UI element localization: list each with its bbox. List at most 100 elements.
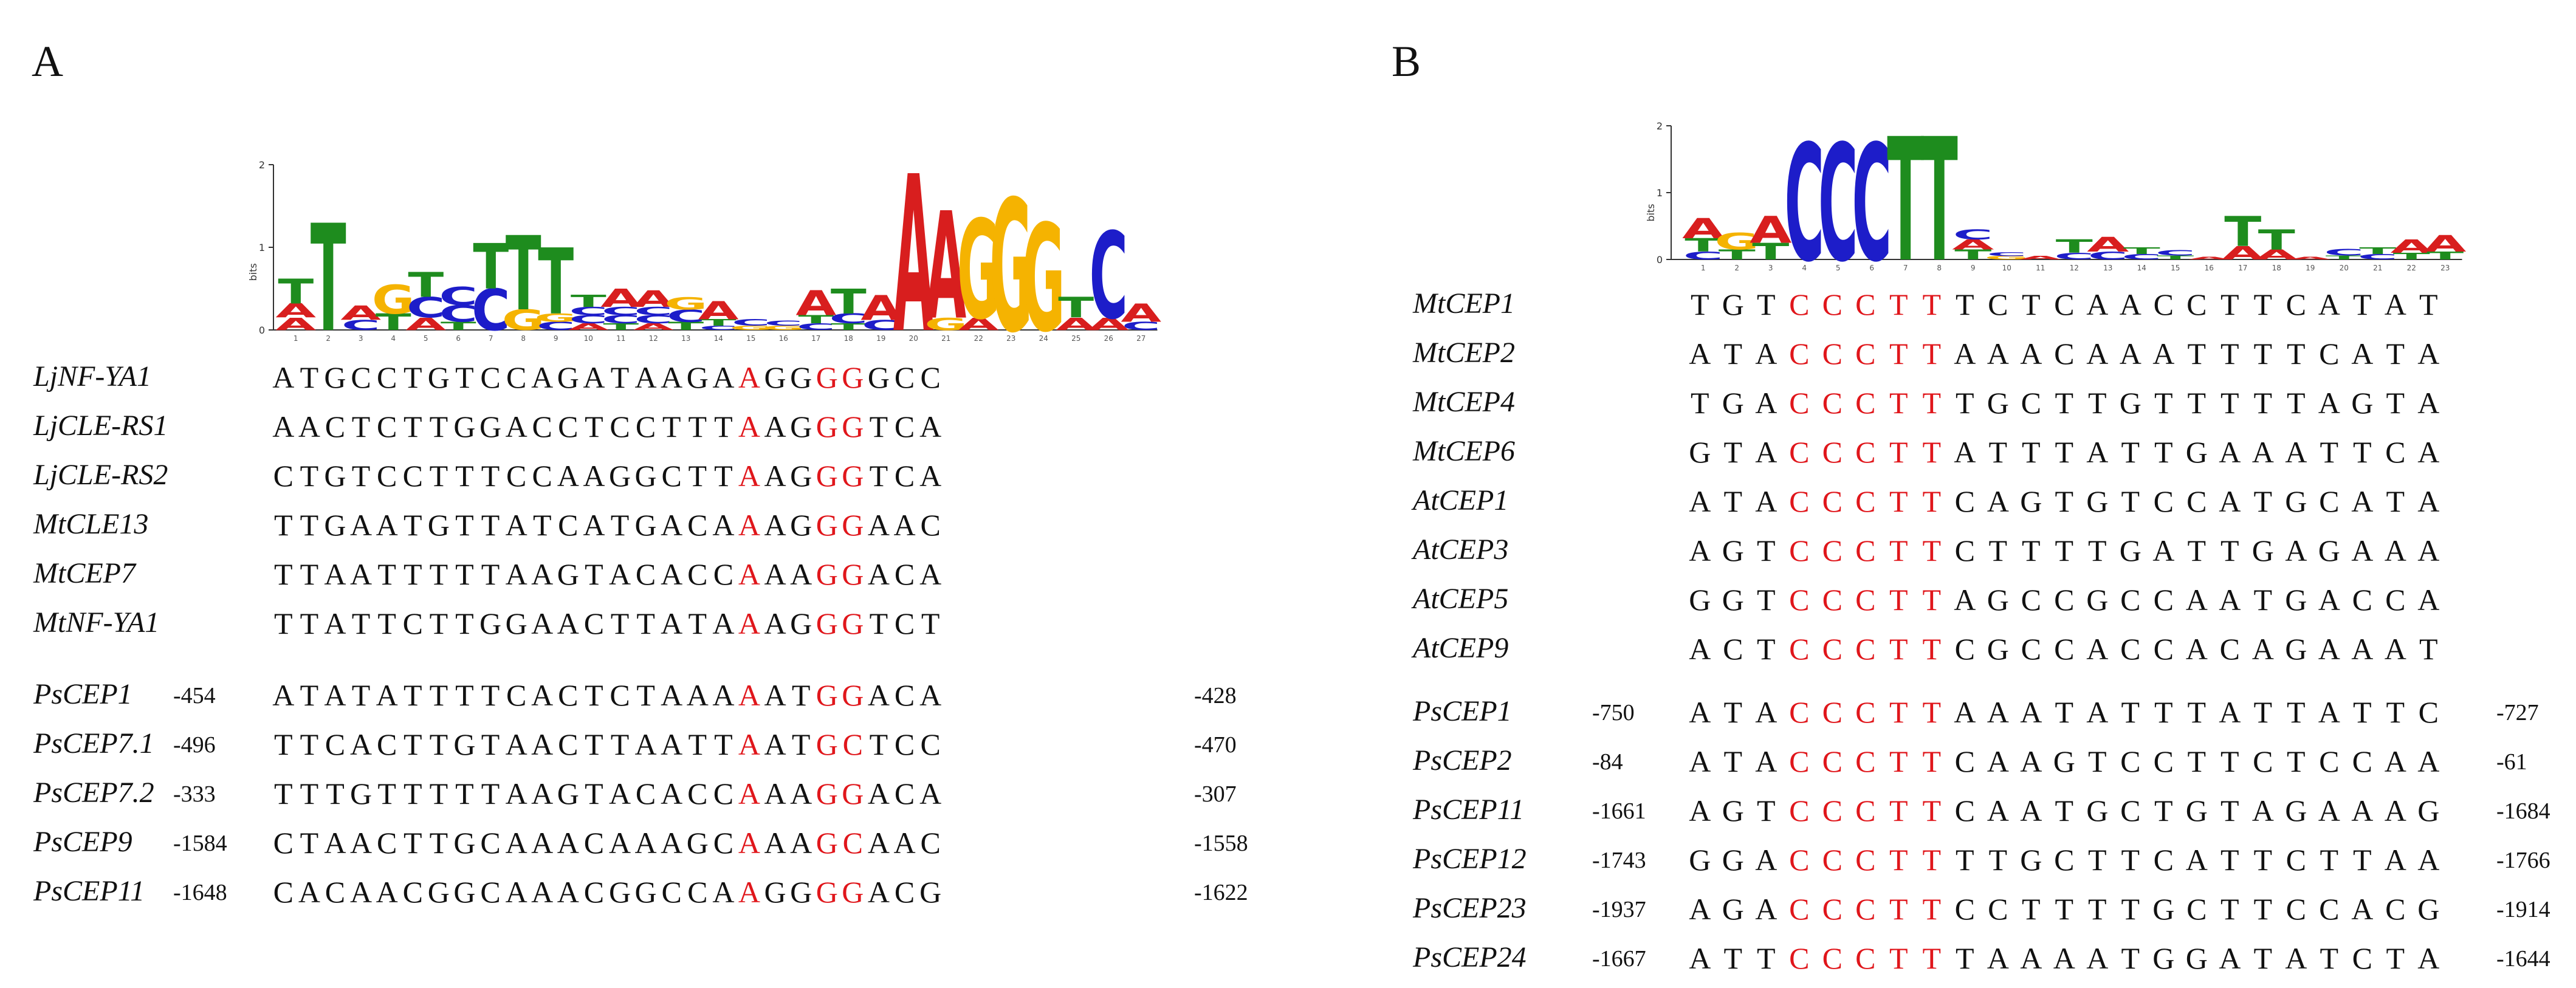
base: T [481, 459, 500, 493]
base: C [325, 875, 346, 909]
base: T [2121, 892, 2140, 926]
base: G [2086, 794, 2109, 828]
logo-letter-a: A [860, 289, 901, 329]
base: A [505, 826, 527, 860]
base: A [1755, 744, 1777, 778]
base: T [2286, 744, 2306, 778]
base: C [506, 360, 527, 394]
base: A [531, 557, 554, 591]
base: T [274, 727, 293, 761]
base: T [2187, 533, 2207, 568]
logo-letter-t: T [408, 266, 444, 306]
base: A [764, 410, 786, 444]
logo-letter-t: T [2056, 236, 2093, 257]
sequence-name: PsCEP11 [33, 875, 145, 907]
base: A [867, 508, 890, 542]
base: G [427, 360, 450, 394]
sequence-name: PsCEP2 [1413, 744, 1512, 777]
base: T [2419, 632, 2438, 666]
start-coordinate: -1937 [1592, 897, 1646, 922]
base: C [583, 606, 605, 640]
base: C [635, 410, 656, 444]
base: A [867, 557, 890, 591]
base: A [324, 557, 346, 591]
base: C [1789, 386, 1810, 420]
base: G [842, 557, 864, 591]
end-coordinate: -307 [1194, 781, 1237, 807]
base: C [2054, 632, 2075, 666]
base: A [2086, 337, 2109, 371]
base: T [1723, 484, 1743, 518]
base: T [455, 459, 474, 493]
logo-letter-t: T [2326, 255, 2363, 261]
base: C [506, 678, 527, 712]
base: T [2021, 892, 2041, 926]
base: A [2053, 941, 2075, 975]
base: C [1954, 484, 1975, 518]
base: T [2220, 794, 2239, 828]
base: C [894, 557, 915, 591]
base: G [2053, 744, 2075, 778]
base: C [2352, 583, 2372, 617]
base: A [2219, 941, 2241, 975]
base: A [2351, 337, 2374, 371]
base: C [506, 459, 527, 493]
logo-letter-a: A [2391, 236, 2433, 257]
base: T [2253, 484, 2273, 518]
base: G [2152, 892, 2175, 926]
base: T [2253, 695, 2273, 729]
base: T [1889, 337, 1908, 371]
base: C [920, 727, 941, 761]
logo-position-number: 1 [1701, 264, 1706, 272]
base: C [920, 826, 941, 860]
base: G [1722, 386, 1744, 420]
sequence-name: PsCEP24 [1413, 941, 1527, 973]
base: T [1756, 287, 1776, 321]
base: G [427, 875, 450, 909]
base: A [531, 606, 554, 640]
logo-letter-t: T [1752, 238, 1789, 265]
logo-position-number: 13 [681, 334, 690, 343]
base: A [350, 826, 373, 860]
base: T [2021, 533, 2041, 568]
base: C [376, 459, 397, 493]
base: T [610, 606, 630, 640]
logo-position-number: 25 [1071, 334, 1080, 343]
base: T [326, 777, 345, 811]
base: C [273, 875, 294, 909]
logo-letter-g: G [534, 311, 577, 324]
logo-letter-t: T [1685, 235, 1722, 256]
sequence-name: PsCEP1 [33, 678, 132, 710]
logo-letter-a: A [1088, 314, 1129, 334]
start-coordinate: -1648 [173, 880, 227, 905]
base: C [2319, 744, 2340, 778]
base: A [2285, 435, 2307, 469]
logo-letter-c: C [1784, 111, 1824, 298]
base: G [608, 459, 631, 493]
base: T [1889, 941, 1908, 975]
base: G [453, 727, 476, 761]
logo-position-number: 5 [1836, 264, 1841, 272]
base: T [455, 678, 474, 712]
logo-position-number: 19 [2306, 264, 2315, 272]
logo-letter-a: A [2087, 233, 2129, 256]
base: T [791, 678, 811, 712]
base: G [1987, 583, 2009, 617]
logo-letter-t: T [473, 232, 509, 304]
base: G [816, 826, 838, 860]
base: A [2219, 484, 2241, 518]
base: T [2055, 533, 2074, 568]
base: C [1855, 843, 1876, 877]
base: T [1922, 892, 1942, 926]
base: A [867, 826, 890, 860]
base: A [738, 777, 761, 811]
start-coordinate: -1661 [1592, 798, 1646, 824]
base: C [1789, 843, 1810, 877]
base: G [2417, 794, 2440, 828]
base: T [869, 606, 888, 640]
base: T [2055, 794, 2074, 828]
